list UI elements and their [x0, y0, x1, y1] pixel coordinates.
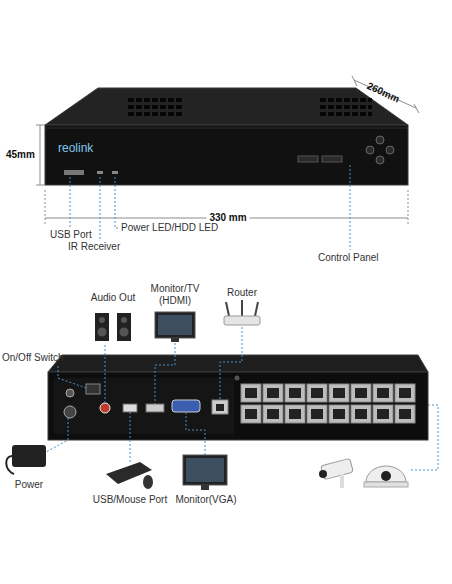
- brand-logo: reolink: [58, 142, 93, 154]
- panel-button: [298, 156, 318, 162]
- audio-jack: [100, 403, 110, 413]
- antenna: [241, 300, 243, 316]
- part-label: Router: [227, 287, 257, 299]
- leader-line: [220, 327, 242, 400]
- dimension-tick: [45, 190, 46, 224]
- router-icon: [224, 300, 260, 325]
- router-body: [224, 316, 260, 325]
- hdmi-monitor-icon: [155, 312, 195, 342]
- arrow-button: [386, 146, 394, 154]
- usb-port: [123, 404, 137, 412]
- leader-lines: [70, 165, 350, 250]
- antenna: [255, 302, 258, 316]
- part-label: Power: [15, 479, 43, 491]
- usb-port: [64, 170, 84, 175]
- arrow-button: [376, 136, 384, 144]
- monitor-stand: [201, 485, 209, 490]
- ground-screw: [66, 389, 74, 397]
- vent-grille: [128, 96, 182, 118]
- leader-line: [46, 418, 68, 452]
- nvr-front-view: [45, 88, 408, 185]
- camera-mount: [340, 474, 344, 488]
- part-label: Monitor/TV (HDMI): [144, 283, 206, 307]
- vga-monitor-icon: [183, 455, 227, 490]
- monitor: [183, 455, 227, 485]
- dimension-line: [354, 80, 416, 108]
- ir-receiver: [97, 171, 103, 174]
- dimension-lines: [36, 76, 419, 224]
- leader-line: [105, 345, 106, 403]
- power-adapter-icon: [6, 445, 46, 474]
- leader-line: [130, 412, 131, 464]
- speaker: [117, 313, 131, 341]
- power-jack: [64, 406, 76, 418]
- leader-line: [410, 405, 438, 470]
- leader-line: [186, 412, 205, 455]
- speaker-cone: [98, 328, 107, 337]
- part-label: IR Receiver: [68, 241, 120, 253]
- dimension-label: 260mm: [365, 80, 401, 105]
- dimension-tick: [414, 104, 419, 113]
- cable: [6, 456, 14, 474]
- leader-line: [350, 165, 351, 250]
- status-led: [112, 171, 118, 174]
- lan-port: [212, 400, 228, 414]
- part-label: Control Panel: [318, 252, 379, 264]
- antenna: [226, 302, 229, 316]
- leader-line: [115, 177, 120, 228]
- part-label: Monitor(VGA): [175, 494, 236, 506]
- camera-lens: [319, 470, 327, 478]
- monitor-stand: [171, 338, 179, 342]
- part-label: Power LED/HDD LED: [121, 222, 218, 234]
- device-front-face: [45, 125, 408, 185]
- hdmi-port: [146, 404, 164, 412]
- adapter: [12, 445, 46, 467]
- arrow-button: [366, 146, 374, 154]
- speaker: [95, 313, 109, 341]
- speaker-cone: [120, 328, 129, 337]
- vent-grille: [318, 96, 372, 118]
- part-label: Audio Out: [91, 292, 135, 304]
- leader-lines: [46, 327, 438, 470]
- dome-base: [364, 482, 408, 487]
- speaker-cone: [99, 317, 105, 323]
- dimension-tick: [352, 76, 357, 86]
- dome-camera: [366, 466, 406, 482]
- camera-lens: [381, 471, 391, 481]
- leader-line: [70, 177, 71, 228]
- dimension-tick: [36, 185, 45, 186]
- vga-port: [172, 400, 200, 412]
- device-top-face: [45, 88, 408, 125]
- keyboard-mouse-icon: [106, 462, 153, 489]
- bevel-line: [45, 128, 408, 129]
- part-label: USB Port: [50, 229, 92, 241]
- dimension-tick: [36, 125, 45, 126]
- lan-socket: [216, 404, 224, 411]
- panel-button: [322, 156, 342, 162]
- dimension-line: [40, 125, 41, 185]
- speakers-icon: [95, 313, 131, 341]
- monitor-screen: [186, 458, 224, 482]
- speaker-cone: [121, 317, 127, 323]
- monitor: [155, 312, 195, 338]
- leader-line: [155, 343, 175, 404]
- cameras-icon: [319, 458, 408, 488]
- dimension-tick: [408, 190, 409, 224]
- screw: [235, 376, 240, 381]
- dimension-label: 45mm: [6, 149, 35, 161]
- leader-line: [100, 177, 101, 240]
- mouse: [143, 475, 153, 489]
- part-label: On/Off Switch: [2, 352, 64, 364]
- part-label: USB/Mouse Port: [93, 494, 167, 506]
- poe-ports: [240, 383, 416, 425]
- monitor-screen: [158, 315, 192, 335]
- leader-line: [58, 366, 86, 388]
- power-switch: [86, 384, 100, 394]
- arrow-button: [376, 156, 384, 164]
